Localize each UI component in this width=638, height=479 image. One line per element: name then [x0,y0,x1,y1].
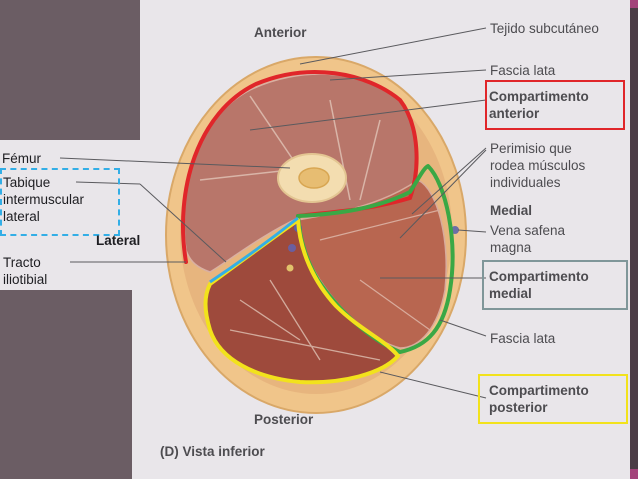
label-medial: Medial [490,203,533,218]
label-compartimento-medial: Compartimento medial [489,269,589,301]
label-fascia-lata-bottom: Fascia lata [490,331,556,346]
medial-septa [319,209,441,331]
lateral-septum-box [0,168,120,236]
figure-caption: (D) Vista inferior [160,444,265,459]
label-compartimento-posterior: Compartimento posterior [489,383,589,415]
masked-region-bottom [0,290,132,479]
nerve [286,264,294,272]
posterior-compartment-outline [203,218,400,385]
slide-edge-bar [630,0,638,479]
slide-edge-accent-top [630,0,638,8]
label-lateral: Lateral [96,233,141,248]
femur-marrow [298,167,330,189]
posterior-septa [229,279,381,361]
label-anterior: Anterior [254,25,307,40]
label-perimisio: Perimisio que rodea músculos individuale… [490,141,586,190]
anterior-compartment-box [485,80,625,130]
leader-lines [59,27,487,399]
posterior-compartment-box [478,374,628,424]
label-posterior: Posterior [254,412,314,427]
label-compartimento-anterior: Compartimento anterior [489,89,589,121]
label-tejido-subcutaneo: Tejido subcutáneo [490,21,599,36]
lateral-septum-outline [209,216,299,284]
label-tabique: Tabique intermuscular lateral [3,175,85,224]
masked-region-top [0,0,140,140]
label-femur: Fémur [2,151,42,166]
label-fascia-lata-top: Fascia lata [490,63,556,78]
label-tracto: Tracto iliotibial [3,255,48,287]
anterior-compartment-outline [181,70,419,264]
medial-compartment-box [482,260,628,310]
slide-edge-accent-bottom [630,469,638,479]
anterior-septa [199,95,381,201]
vessel [288,244,296,252]
label-vena-safena: Vena safena magna [490,223,566,255]
